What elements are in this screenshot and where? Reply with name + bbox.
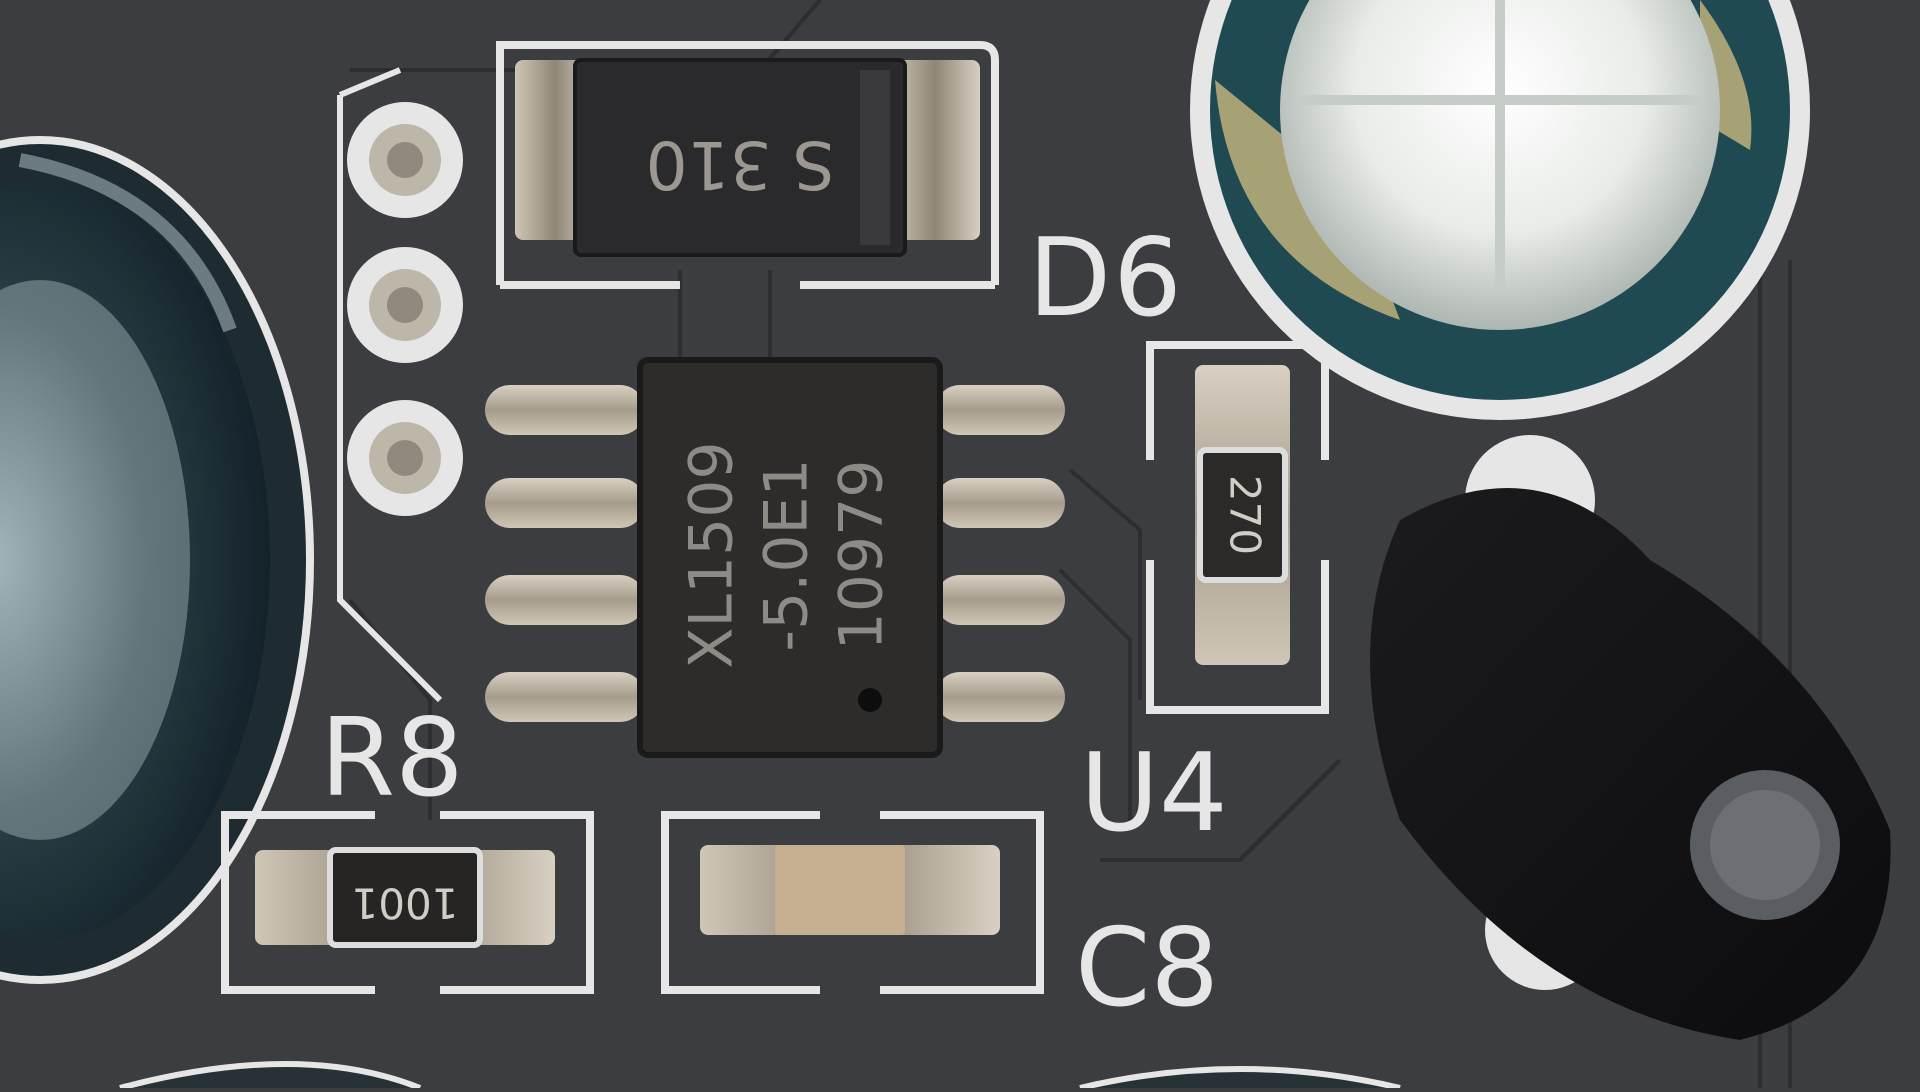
- ic-marking-line2: -5.0E1: [752, 458, 822, 651]
- ic-marking-line3: 10979: [827, 460, 897, 651]
- silkscreen-u4: U4: [1080, 731, 1228, 856]
- ic-xl1509: XL1509 -5.0E1 10979: [637, 357, 943, 758]
- capacitor-bottom-edge-right: [1079, 1066, 1401, 1091]
- transistor: [1370, 435, 1891, 1040]
- ic-pins: [485, 385, 1065, 722]
- diode-d6: S 310: [496, 41, 999, 289]
- resistor-270-marking: 270: [1221, 475, 1270, 555]
- diode-marking: S 310: [646, 126, 835, 203]
- header-pins: [347, 102, 463, 516]
- electrolytic-capacitor-left: [0, 136, 314, 984]
- resistor-270: 270: [1146, 341, 1329, 714]
- capacitor-bottom-edge: [119, 1061, 422, 1091]
- silkscreen-c8: C8: [1075, 906, 1219, 1031]
- capacitor-c8: [661, 811, 1044, 994]
- ic-marking-line1: XL1509: [677, 441, 747, 668]
- resistor-1001-marking: 1001: [352, 879, 459, 928]
- silkscreen-r8: R8: [320, 696, 464, 821]
- resistor-1001: 1001: [221, 811, 594, 994]
- silkscreen-outline-u4: [337, 67, 443, 703]
- electrolytic-capacitor-top: [1190, 0, 1810, 420]
- silkscreen-d6: D6: [1028, 216, 1184, 341]
